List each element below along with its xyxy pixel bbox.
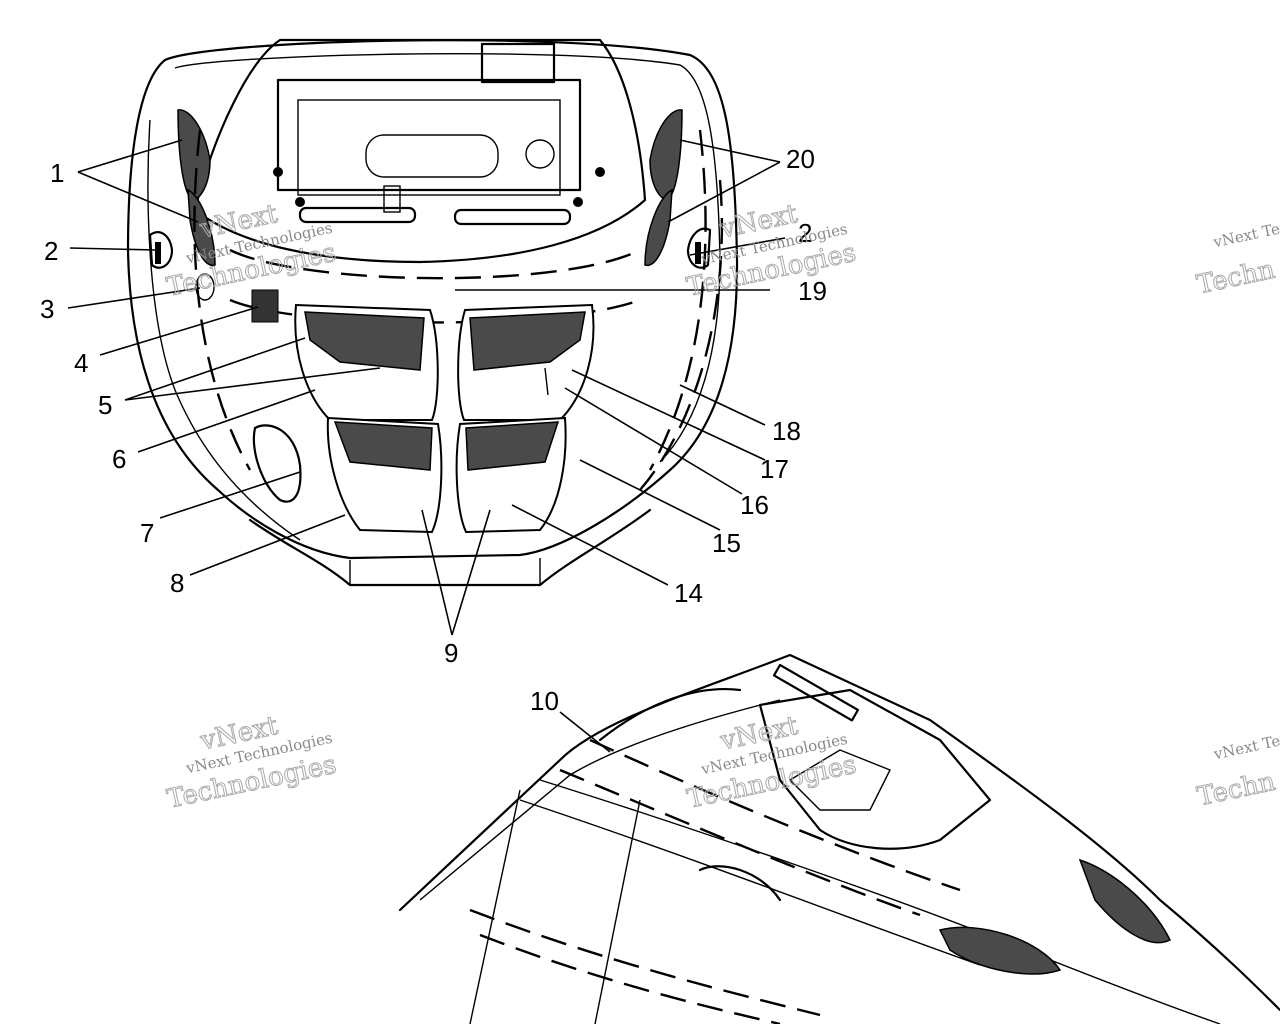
hood-side-view (398, 653, 1280, 1026)
callout-7: 7 (140, 518, 154, 548)
callout-17: 17 (760, 454, 789, 484)
hood-front-view (126, 38, 739, 587)
callout-9: 9 (444, 638, 458, 668)
leader-lines (67, 139, 786, 753)
watermark-top-center: vNext vNext Technologies Technologies (684, 198, 860, 303)
callout-2-right: 2 (798, 218, 812, 248)
callout-5: 5 (98, 390, 112, 420)
watermark-top-left: vNext vNext Technologies Technologies (164, 198, 340, 303)
callout-4: 4 (74, 348, 88, 378)
callout-15: 15 (712, 528, 741, 558)
watermark-bottom-left: vNext vNext Technologies Technologies (164, 710, 340, 815)
callout-20: 20 (786, 144, 815, 174)
callout-labels: 1 2 3 4 5 6 7 8 9 10 14 15 16 17 18 19 2… (40, 144, 827, 716)
callout-1: 1 (50, 158, 64, 188)
svg-text:vNext Te: vNext Te (1211, 220, 1280, 252)
watermark-top-right: vNext Te Techn (1194, 220, 1280, 301)
callout-10: 10 (530, 686, 559, 716)
callout-2-left: 2 (44, 236, 58, 266)
callout-3: 3 (40, 294, 54, 324)
watermark-bottom-center: vNext vNext Technologies Technologies (684, 710, 860, 815)
callout-18: 18 (772, 416, 801, 446)
watermark-bottom-right: vNext Te Techn (1194, 732, 1280, 813)
callout-19: 19 (798, 276, 827, 306)
callout-6: 6 (112, 444, 126, 474)
svg-text:Techn: Techn (1194, 255, 1278, 301)
svg-text:Techn: Techn (1195, 767, 1279, 813)
callout-8: 8 (170, 568, 184, 598)
callout-14: 14 (674, 578, 703, 608)
svg-text:vNext Te: vNext Te (1211, 732, 1280, 764)
callout-16: 16 (740, 490, 769, 520)
